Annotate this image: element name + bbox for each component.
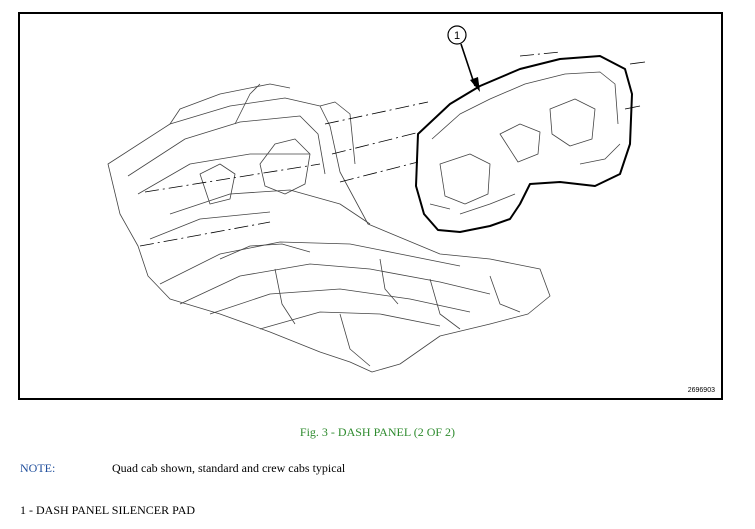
note-label: NOTE: [20,461,56,475]
figure-frame: 1 2696903 [18,12,723,400]
callout-number: 1 [454,30,460,42]
legend-item: 1 - DASH PANEL SILENCER PAD [20,503,196,517]
figure-caption: Fig. 3 - DASH PANEL (2 OF 2) [299,425,456,439]
callout-circle [447,25,467,45]
note-text: Quad cab shown, standard and crew cabs t… [112,461,346,475]
figure-id: 2696903 [687,387,715,394]
dash-panel-illustration: 1 [107,25,646,373]
